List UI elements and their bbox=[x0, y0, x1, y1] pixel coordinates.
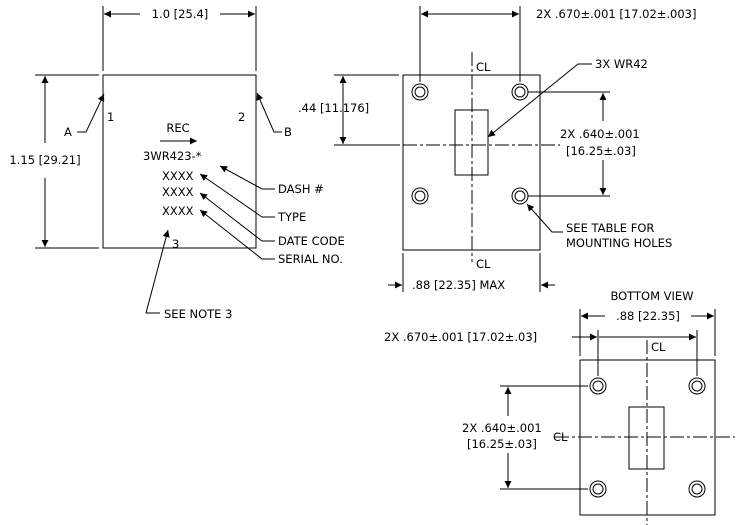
note-label: SEE NOTE 3 bbox=[164, 307, 232, 321]
bottom-cl-label: CL bbox=[651, 340, 666, 354]
top-spacing-label: 2X .670±.001 [17.02±.003] bbox=[536, 7, 697, 21]
top-offset-label: .44 [11.176] bbox=[298, 101, 369, 115]
mounting-hole bbox=[511, 187, 529, 205]
bottom-side-line1: 2X .640±.001 bbox=[462, 421, 542, 435]
mounting-hole bbox=[589, 480, 607, 498]
bottom-waveguide-slot bbox=[628, 406, 665, 470]
front-view-body bbox=[102, 74, 257, 249]
bottom-width-label: .88 [22.35] bbox=[616, 309, 680, 323]
part-number: 3WR423-* bbox=[143, 149, 202, 163]
serial-label: SERIAL NO. bbox=[278, 252, 343, 266]
waveguide-slot bbox=[454, 109, 489, 176]
bottom-spacing-label: 2X .670±.001 [17.02±.03] bbox=[384, 330, 537, 344]
mounting-hole bbox=[688, 480, 706, 498]
code-1: XXXX bbox=[162, 169, 194, 183]
width-dimension: 1.0 [25.4] bbox=[102, 6, 257, 71]
callout-b: B bbox=[284, 125, 292, 139]
type-label: TYPE bbox=[277, 210, 306, 224]
mounting-note-line2: MOUNTING HOLES bbox=[566, 236, 672, 250]
max-width-label: .88 [22.35] MAX bbox=[412, 278, 505, 292]
dash-label: DASH # bbox=[278, 182, 324, 196]
date-code-label: DATE CODE bbox=[278, 234, 345, 248]
top-view: CL CL 2X .670±.001 [17.02±.003] .44 [11.… bbox=[298, 6, 697, 292]
side-spacing-line2: [16.25±.03] bbox=[566, 144, 636, 158]
mounting-hole bbox=[511, 83, 529, 101]
rec-label: REC bbox=[166, 121, 189, 135]
mounting-hole bbox=[411, 83, 429, 101]
mounting-hole bbox=[688, 377, 706, 395]
bottom-cl-label-side: CL bbox=[553, 430, 568, 444]
width-dimension-label: 1.0 [25.4] bbox=[152, 7, 209, 21]
height-dimension: 1.15 [29.21] bbox=[9, 74, 99, 249]
waveguide-label: 3X WR42 bbox=[595, 57, 648, 71]
top-cl-label-bottom: CL bbox=[476, 257, 491, 271]
code-3: XXXX bbox=[162, 204, 194, 218]
port-3-label: 3 bbox=[172, 237, 179, 251]
mounting-hole bbox=[411, 187, 429, 205]
bottom-view: BOTTOM VIEW CL CL .88 [22.35] 2X .670±.0… bbox=[384, 289, 735, 525]
front-view: 1.0 [25.4] 1.15 [29.21] A B 1 2 3 REC 3W… bbox=[9, 6, 345, 321]
side-spacing-line1: 2X .640±.001 bbox=[560, 127, 640, 141]
height-dimension-label: 1.15 [29.21] bbox=[9, 153, 80, 167]
bottom-side-line2: [16.25±.03] bbox=[467, 437, 537, 451]
callout-a: A bbox=[64, 125, 72, 139]
mounting-hole bbox=[589, 377, 607, 395]
port-1-label: 1 bbox=[107, 110, 114, 124]
mounting-note-line1: SEE TABLE FOR bbox=[566, 221, 654, 235]
port-2-label: 2 bbox=[238, 110, 245, 124]
bottom-view-title: BOTTOM VIEW bbox=[610, 289, 693, 303]
code-2: XXXX bbox=[162, 185, 194, 199]
top-cl-label: CL bbox=[476, 60, 491, 74]
